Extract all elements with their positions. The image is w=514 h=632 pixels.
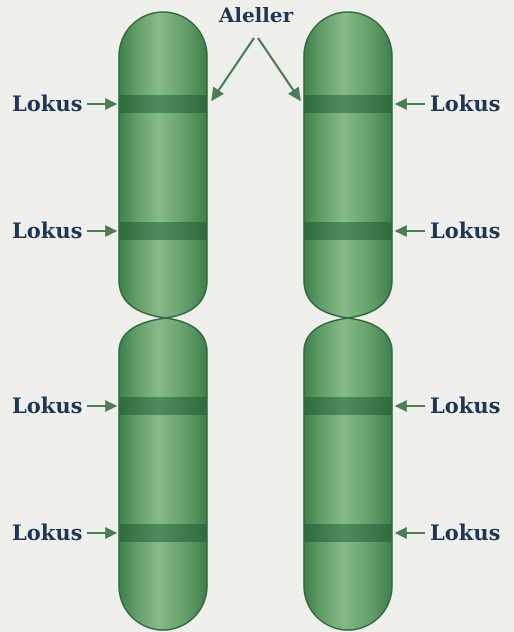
locus-labels-right: Lokus Lokus Lokus Lokus	[396, 91, 500, 545]
locus-label-left-2: Lokus	[12, 218, 82, 243]
locus-band-left-3	[119, 397, 207, 415]
alleles-label: Aleller	[218, 3, 294, 27]
chromosome-left	[119, 12, 207, 630]
locus-band-right-2	[304, 222, 392, 240]
chromatid-right-upper	[304, 12, 392, 318]
chromatid-left-upper	[119, 12, 207, 318]
locus-label-right-3: Lokus	[430, 393, 500, 418]
locus-label-right-4: Lokus	[430, 520, 500, 545]
chromatid-right-lower	[304, 318, 392, 630]
alleles-arrow-right	[258, 38, 300, 100]
alleles-arrow-left	[212, 38, 254, 100]
chromosome-right	[304, 12, 392, 630]
locus-band-left-2	[119, 222, 207, 240]
locus-label-left-3: Lokus	[12, 393, 82, 418]
locus-label-left-4: Lokus	[12, 520, 82, 545]
locus-labels-left: Lokus Lokus Lokus Lokus	[12, 91, 116, 545]
locus-label-right-1: Lokus	[430, 91, 500, 116]
locus-band-right-1	[304, 95, 392, 113]
locus-label-right-2: Lokus	[430, 218, 500, 243]
locus-label-left-1: Lokus	[12, 91, 82, 116]
locus-band-left-4	[119, 524, 207, 542]
chromatid-left-lower	[119, 318, 207, 630]
locus-band-right-3	[304, 397, 392, 415]
locus-band-left-1	[119, 95, 207, 113]
locus-band-right-4	[304, 524, 392, 542]
